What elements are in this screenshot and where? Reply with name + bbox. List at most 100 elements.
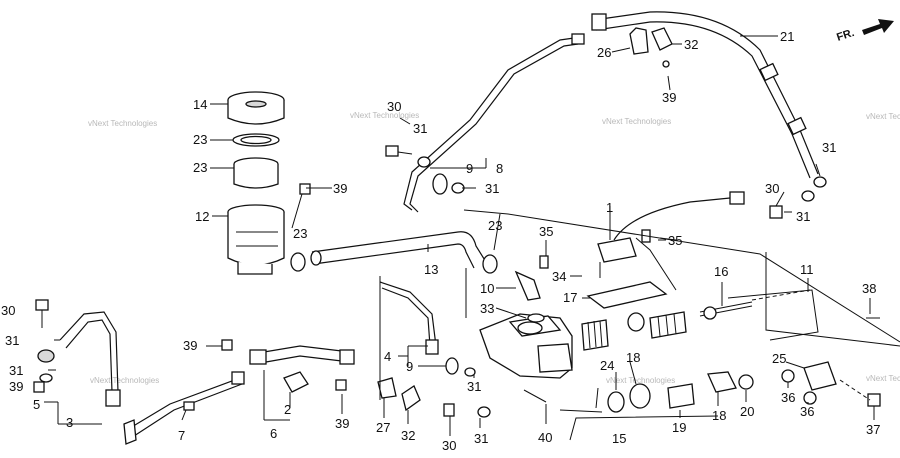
callout-label: 12 [195, 209, 209, 224]
watermark: vNext Technologies [866, 112, 900, 121]
watermark: vNext Technologies [866, 374, 900, 383]
callout-label: 13 [424, 262, 438, 277]
callout-label: 6 [270, 426, 277, 441]
reservoir-tank [227, 204, 285, 275]
clutch-hose-lower [249, 345, 355, 365]
callout-label: 27 [376, 420, 390, 435]
callout-label: 23 [193, 160, 207, 175]
bolt [35, 299, 49, 328]
reservoir-strainer [233, 157, 279, 189]
callout-label: 25 [772, 351, 786, 366]
callout-label: 30 [442, 438, 456, 453]
direction-label: FR. [835, 27, 856, 44]
watermark: vNext Technologies [606, 376, 675, 385]
callout-label: 31 [796, 209, 810, 224]
callout-label: 21 [780, 29, 794, 44]
callout-label: 5 [33, 397, 40, 412]
hose-fitting [514, 270, 545, 323]
callout-label: 39 [9, 379, 23, 394]
assembly-outline [379, 209, 900, 441]
callout-label: 20 [740, 404, 754, 419]
callout-label: 7 [178, 428, 185, 443]
callout-labels: 14 23 23 12 39 23 13 30 31 9 8 31 23 26 … [1, 29, 880, 453]
callout-label: 31 [413, 121, 427, 136]
watermark: vNext Technologies [90, 376, 159, 385]
pedal-bracket [586, 281, 668, 309]
callout-label: 26 [597, 45, 611, 60]
piston-assembly [581, 311, 687, 351]
callout-label: 35 [539, 224, 553, 239]
callout-label: 31 [485, 181, 499, 196]
hose-clamp [290, 252, 498, 274]
clutch-pipe-middle [379, 281, 439, 355]
callout-label: 38 [862, 281, 876, 296]
callout-label: 37 [866, 422, 880, 437]
leader-lines [44, 35, 875, 436]
callout-label: 36 [800, 404, 814, 419]
clutch-pipe-upper [403, 33, 585, 213]
parts [33, 11, 900, 445]
callout-label: 8 [496, 161, 503, 176]
callout-label: 30 [765, 181, 779, 196]
callout-label: 31 [467, 379, 481, 394]
callout-label: 24 [600, 358, 614, 373]
callout-label: 2 [284, 402, 291, 417]
callout-label: 23 [293, 226, 307, 241]
master-cylinder [479, 313, 573, 379]
callout-label: 39 [662, 90, 676, 105]
direction-indicator: FR. [835, 19, 894, 44]
callout-label: 32 [684, 37, 698, 52]
watermarks: vNext Technologies vNext Technologies vN… [88, 111, 900, 385]
watermark: vNext Technologies [88, 119, 157, 128]
callout-label: 18 [626, 350, 640, 365]
callout-label: 31 [822, 140, 836, 155]
callout-label: 31 [5, 333, 19, 348]
callout-label: 35 [668, 233, 682, 248]
callout-label: 31 [9, 363, 23, 378]
reservoir-seal [232, 133, 280, 147]
callout-label: 19 [672, 420, 686, 435]
lever [707, 371, 754, 393]
callout-label: 15 [612, 431, 626, 446]
callout-label: 34 [552, 269, 566, 284]
callout-label: 23 [193, 132, 207, 147]
sealing-washers [417, 156, 827, 418]
clevis-yoke [781, 361, 837, 405]
callout-label: 16 [714, 264, 728, 279]
callout-label: 1 [606, 200, 613, 215]
watermark: vNext Technologies [350, 111, 419, 120]
callout-label: 10 [480, 281, 494, 296]
callout-label: 17 [563, 290, 577, 305]
push-rod [699, 301, 753, 320]
callout-label: 36 [781, 390, 795, 405]
clutch-pipe-lower [123, 371, 245, 445]
callout-label: 39 [183, 338, 197, 353]
callout-label: 11 [800, 262, 814, 277]
callout-label: 40 [538, 430, 552, 445]
hose-connector [283, 371, 309, 393]
callout-label: 30 [387, 99, 401, 114]
clutch-line-left [37, 311, 121, 407]
reservoir-hose [310, 231, 487, 269]
callout-label: 31 [474, 431, 488, 446]
callout-label: 9 [406, 359, 413, 374]
callout-label: 3 [66, 415, 73, 430]
hose-bracket [629, 27, 673, 68]
callout-label: 18 [712, 408, 726, 423]
clutch-hose-flexible [591, 11, 819, 179]
callout-label: 39 [335, 416, 349, 431]
callout-label: 30 [1, 303, 15, 318]
callout-label: 33 [480, 301, 494, 316]
clutch-bracket [377, 377, 421, 412]
clutch-switch [597, 191, 745, 263]
callout-label: 14 [193, 97, 207, 112]
callout-label: 39 [333, 181, 347, 196]
callout-label: 32 [401, 428, 415, 443]
reservoir-cap [227, 91, 285, 125]
callout-label: 4 [384, 349, 391, 364]
seal-kit [607, 383, 695, 413]
callout-label: 9 [466, 161, 473, 176]
watermark: vNext Technologies [602, 117, 671, 126]
callout-label: 23 [488, 218, 502, 233]
